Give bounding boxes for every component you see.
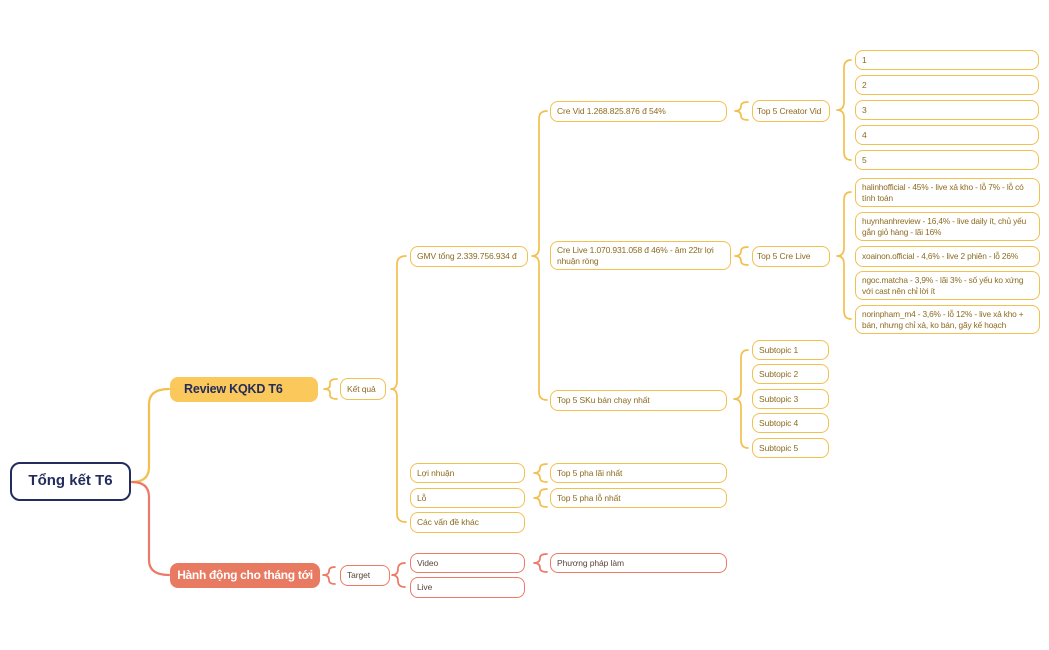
connector-crevid-top5creatorvid	[734, 101, 749, 121]
node-cre-live-detail-5[interactable]: norinpham_m4 - 3,6% - lỗ 12% - live xả k…	[855, 305, 1040, 334]
node-top5-pha-lo[interactable]: Top 5 pha lỗ nhất	[550, 488, 727, 508]
connector-ketqua-children	[390, 255, 407, 523]
connector-top5creatorvid-ranks	[836, 59, 852, 161]
node-gmv-tong[interactable]: GMV tổng 2.339.756.934 đ	[410, 246, 528, 267]
node-top5-cre-live[interactable]: Top 5 Cre Live	[752, 246, 830, 267]
topic-hanh-dong[interactable]: Hành động cho tháng tới	[170, 563, 320, 588]
node-subtopic-5[interactable]: Subtopic 5	[752, 438, 829, 458]
node-rank-3[interactable]: 3	[855, 100, 1039, 120]
node-cac-van-de-khac[interactable]: Các vấn đề khác	[410, 512, 525, 533]
connector-lo-top5lo	[533, 488, 548, 508]
node-cre-live-detail-3[interactable]: xoainon.official - 4,6% - live 2 phiên -…	[855, 246, 1040, 267]
connector-crelive-top5crelive	[734, 246, 749, 266]
connector-gmv-children	[531, 110, 548, 401]
connector-loinhuan-top5lai	[533, 463, 548, 483]
node-top5-sku[interactable]: Top 5 SKu bán chạy nhất	[550, 390, 727, 411]
node-subtopic-4[interactable]: Subtopic 4	[752, 413, 829, 433]
node-ket-qua[interactable]: Kết quả	[340, 378, 386, 400]
node-subtopic-2[interactable]: Subtopic 2	[752, 364, 829, 384]
node-rank-2[interactable]: 2	[855, 75, 1039, 95]
node-phuong-phap-lam[interactable]: Phương pháp làm	[550, 553, 727, 573]
connector-top5crelive-details	[836, 191, 852, 320]
connector-root-hanhdong	[130, 480, 171, 577]
connector-video-phuongphap	[533, 553, 548, 573]
node-subtopic-3[interactable]: Subtopic 3	[752, 389, 829, 409]
node-lo[interactable]: Lỗ	[410, 488, 525, 508]
connector-target-children	[391, 562, 406, 588]
node-target[interactable]: Target	[340, 565, 390, 586]
node-video[interactable]: Video	[410, 553, 525, 573]
node-rank-4[interactable]: 4	[855, 125, 1039, 145]
node-live[interactable]: Live	[410, 577, 525, 598]
node-rank-1[interactable]: 1	[855, 50, 1039, 70]
node-rank-5[interactable]: 5	[855, 150, 1039, 170]
node-top5-pha-lai[interactable]: Top 5 pha lãi nhất	[550, 463, 727, 483]
node-cre-live-detail-4[interactable]: ngoc.matcha - 3,9% - lãi 3% - số yếu ko …	[855, 271, 1040, 300]
node-top5-creator-vid[interactable]: Top 5 Creator Vid	[752, 100, 830, 122]
node-cre-live[interactable]: Cre Live 1.070.931.058 đ 46% - âm 22tr l…	[550, 241, 731, 270]
connector-top5sku-subtopics	[733, 349, 749, 449]
node-cre-live-detail-2[interactable]: huynhanhreview - 16,4% - live daily ít, …	[855, 212, 1040, 241]
connector-root-review	[130, 387, 171, 484]
node-subtopic-1[interactable]: Subtopic 1	[752, 340, 829, 360]
node-cre-vid[interactable]: Cre Vid 1.268.825.876 đ 54%	[550, 101, 727, 122]
connector-review-ketqua	[323, 378, 338, 400]
connector-hanhdong-target	[322, 566, 336, 585]
node-cre-live-detail-1[interactable]: halinhofficial - 45% - live xả kho - lỗ …	[855, 178, 1040, 207]
node-loi-nhuan[interactable]: Lợi nhuận	[410, 463, 525, 483]
topic-review-kqkd[interactable]: Review KQKD T6	[170, 377, 318, 402]
root-topic[interactable]: Tổng kết T6	[10, 462, 131, 501]
